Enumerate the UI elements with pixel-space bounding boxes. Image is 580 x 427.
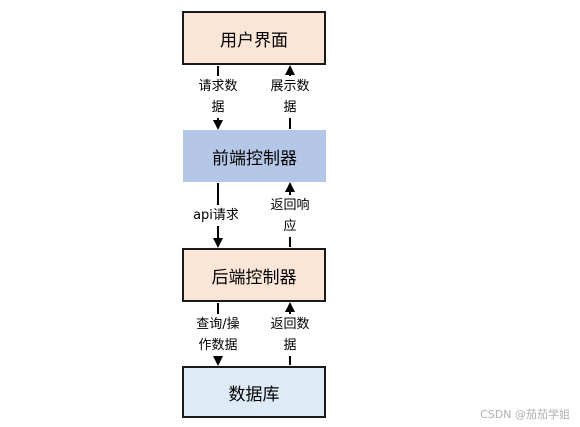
node-database: 数据库 — [182, 366, 326, 418]
edge-label-line: 返回数 — [270, 317, 310, 332]
edge-label-query-operate-data: 查询/操 作数据 — [188, 314, 248, 356]
node-backend-controller-label: 后端控制器 — [211, 267, 297, 288]
node-frontend-controller-label: 前端控制器 — [212, 148, 297, 169]
edge-label-display-data: 展示数 据 — [262, 76, 318, 118]
edge-label-request-data: 请求数 据 — [194, 76, 242, 118]
edge-label-return-response: 返回响 应 — [262, 195, 318, 237]
node-database-label: 数据库 — [228, 384, 280, 405]
watermark: CSDN @茄茄学姐 — [480, 408, 570, 421]
edge-label-line: 应 — [283, 219, 297, 234]
node-user-interface: 用户界面 — [182, 11, 326, 65]
edge-label-line: api请求 — [193, 208, 239, 223]
edge-label-line: 据 — [283, 100, 297, 115]
edge-label-return-data: 返回数 据 — [262, 314, 318, 356]
edge-label-line: 返回响 — [270, 198, 310, 213]
edge-label-line: 作数据 — [198, 338, 238, 353]
node-user-interface-label: 用户界面 — [220, 30, 288, 51]
node-frontend-controller: 前端控制器 — [183, 130, 326, 182]
edge-label-line: 查询/操 — [196, 317, 240, 332]
edge-label-line: 据 — [211, 100, 225, 115]
edge-label-line: 据 — [283, 338, 297, 353]
edge-label-line: 请求数 — [198, 79, 238, 94]
edge-label-api-request: api请求 — [190, 205, 242, 226]
node-backend-controller: 后端控制器 — [182, 248, 326, 302]
edge-label-line: 展示数 — [270, 79, 310, 94]
